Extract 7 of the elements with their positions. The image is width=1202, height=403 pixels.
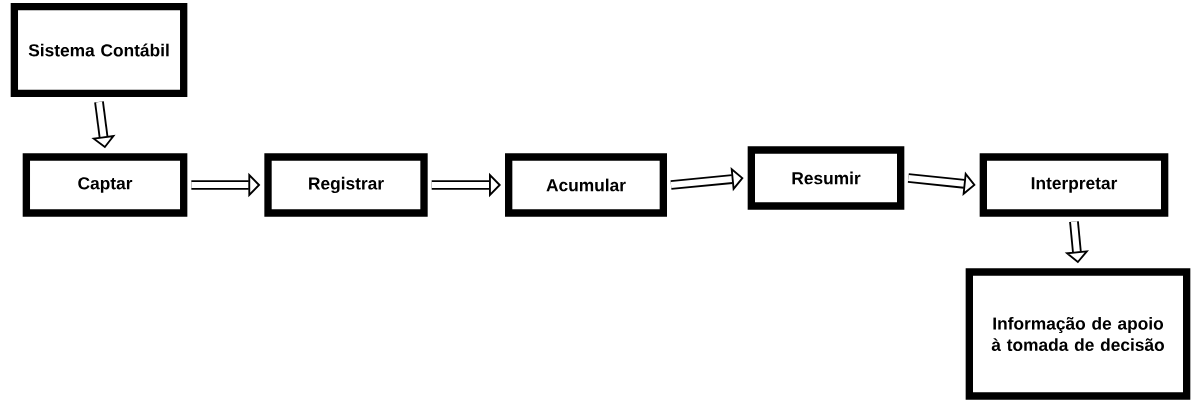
process-box: Acumular — [505, 153, 667, 217]
process-box: Sistema Contábil — [10, 3, 188, 97]
process-box: Resumir — [747, 146, 905, 210]
process-box: Interpretar — [979, 153, 1169, 217]
process-box: Registrar — [264, 153, 428, 217]
process-box: Captar — [22, 153, 188, 217]
process-box: Informação de apoio à tomada de decisão — [965, 268, 1191, 400]
